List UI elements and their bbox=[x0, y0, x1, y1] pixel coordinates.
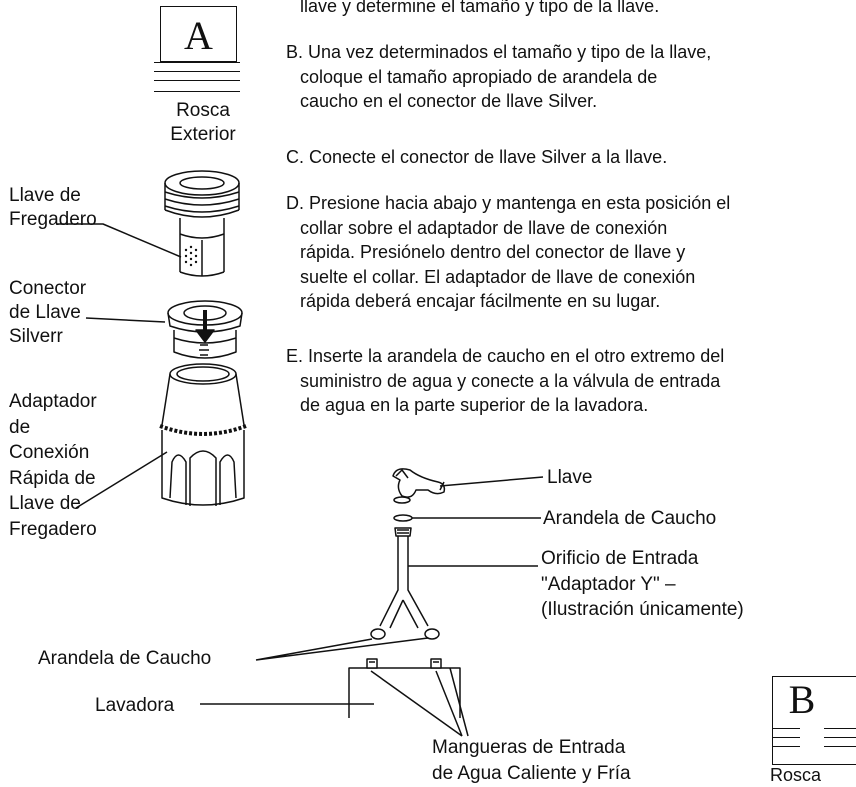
label-inlet-line-3: (Ilustración únicamente) bbox=[541, 599, 744, 620]
label-inlet-line-2: "Adaptador Y" – bbox=[541, 573, 676, 595]
faucet-spout-a bbox=[164, 170, 240, 277]
label-connector-a: Conector de Llave Silverr bbox=[9, 277, 86, 349]
label-adapter-line-4: Rápida de bbox=[9, 467, 96, 489]
label-adapter-a: Adaptador de Conexión Rápida de Llave de… bbox=[9, 389, 97, 542]
thread-box-a-frame bbox=[160, 6, 237, 62]
leader-washer-bottom-b bbox=[255, 637, 429, 661]
step-e-line-3: de agua en la parte superior de la lavad… bbox=[300, 395, 649, 415]
faucet-b bbox=[392, 468, 446, 504]
washer-top-b bbox=[393, 514, 413, 522]
label-hoses-line-2: de Agua Caliente y Fría bbox=[432, 762, 631, 784]
step-d-line-1: D. Presione hacia abajo y mantenga en es… bbox=[286, 193, 731, 213]
label-inlet-line-1: Orificio de Entrada bbox=[541, 548, 699, 569]
label-inlet: Orificio de Entrada "Adaptador Y" – (Ilu… bbox=[541, 546, 744, 623]
label-connector-line-2: de Llave bbox=[9, 302, 81, 323]
step-b-line-2: coloque el tamaño apropiado de arandela … bbox=[300, 66, 658, 87]
thread-box-a-caption: Rosca Exterior bbox=[164, 99, 242, 147]
label-adapter-line-3: Conexión bbox=[9, 442, 90, 463]
step-b: B. Una vez determinados el tamaño y tipo… bbox=[286, 40, 856, 114]
step-e-line-1: E. Inserte la arandela de caucho en el o… bbox=[286, 346, 725, 366]
leader-faucet-b bbox=[439, 476, 544, 487]
label-hoses: Mangueras de Entrada de Agua Caliente y … bbox=[432, 735, 631, 786]
thread-box-a: A bbox=[154, 6, 240, 92]
label-faucet-b: Llave bbox=[547, 467, 593, 488]
step-e: E. Inserte la arandela de caucho en el o… bbox=[286, 344, 856, 418]
leader-connector-a bbox=[85, 317, 166, 323]
step-c: C. Conecte el conector de llave Silver a… bbox=[286, 145, 856, 170]
thread-lines-a bbox=[154, 62, 240, 92]
label-adapter-line-6: Fregadero bbox=[9, 518, 97, 540]
y-adapter-b bbox=[370, 527, 440, 640]
thread-lines-b bbox=[772, 728, 856, 756]
thread-box-b-caption: Rosca bbox=[770, 765, 822, 785]
leader-adapter-a bbox=[75, 451, 168, 509]
step-c-line-1: C. Conecte el conector de llave Silver a… bbox=[286, 147, 668, 167]
label-adapter-line-2: de bbox=[9, 416, 31, 438]
step-d-line-4: suelte el collar. El adaptador de llave … bbox=[300, 266, 696, 287]
thread-box-b: B Rosca bbox=[766, 676, 856, 787]
step-e-line-2: suministro de agua y conecte a la válvul… bbox=[300, 370, 721, 391]
thread-box-b-frame bbox=[772, 676, 856, 765]
label-washer-top: Arandela de Caucho bbox=[543, 508, 717, 529]
step-b-line-1: B. Una vez determinados el tamaño y tipo… bbox=[286, 42, 712, 62]
step-a-tail-line: llave y determine el tamaño y tipo de la… bbox=[300, 0, 660, 16]
step-d-line-3: rápida. Presiónelo dentro del conector d… bbox=[300, 242, 686, 262]
silver-connector-a bbox=[167, 300, 243, 359]
step-d-line-2: collar sobre el adaptador de llave de co… bbox=[300, 217, 668, 238]
step-d: D. Presione hacia abajo y mantenga en es… bbox=[286, 191, 856, 314]
quick-adapter-a bbox=[159, 363, 247, 506]
leader-faucet-a bbox=[56, 223, 182, 258]
washing-machine-b bbox=[348, 658, 461, 718]
label-washer-bottom: Arandela de Caucho bbox=[38, 648, 212, 669]
step-b-line-3: caucho en el conector de llave Silver. bbox=[300, 91, 598, 111]
step-a-tail: llave y determine el tamaño y tipo de la… bbox=[286, 0, 856, 19]
thread-box-b-letter: B bbox=[788, 677, 816, 722]
label-connector-line-3: Silverr bbox=[9, 326, 63, 347]
label-adapter-line-5: Llave de bbox=[9, 493, 81, 514]
caption-a-line-2: Exterior bbox=[170, 124, 236, 145]
step-d-line-5: rápida deberá encajar fácilmente en su l… bbox=[300, 291, 661, 311]
thread-box-a-letter: A bbox=[184, 13, 213, 58]
label-adapter-line-1: Adaptador bbox=[9, 391, 97, 412]
label-connector-line-1: Conector bbox=[9, 278, 87, 299]
label-hoses-line-1: Mangueras de Entrada bbox=[432, 737, 626, 758]
leader-hoses-b bbox=[370, 667, 469, 737]
label-faucet-a-line-1: Llave de bbox=[9, 185, 81, 206]
label-washing-machine: Lavadora bbox=[95, 695, 175, 716]
caption-a-line-1: Rosca bbox=[176, 100, 230, 121]
